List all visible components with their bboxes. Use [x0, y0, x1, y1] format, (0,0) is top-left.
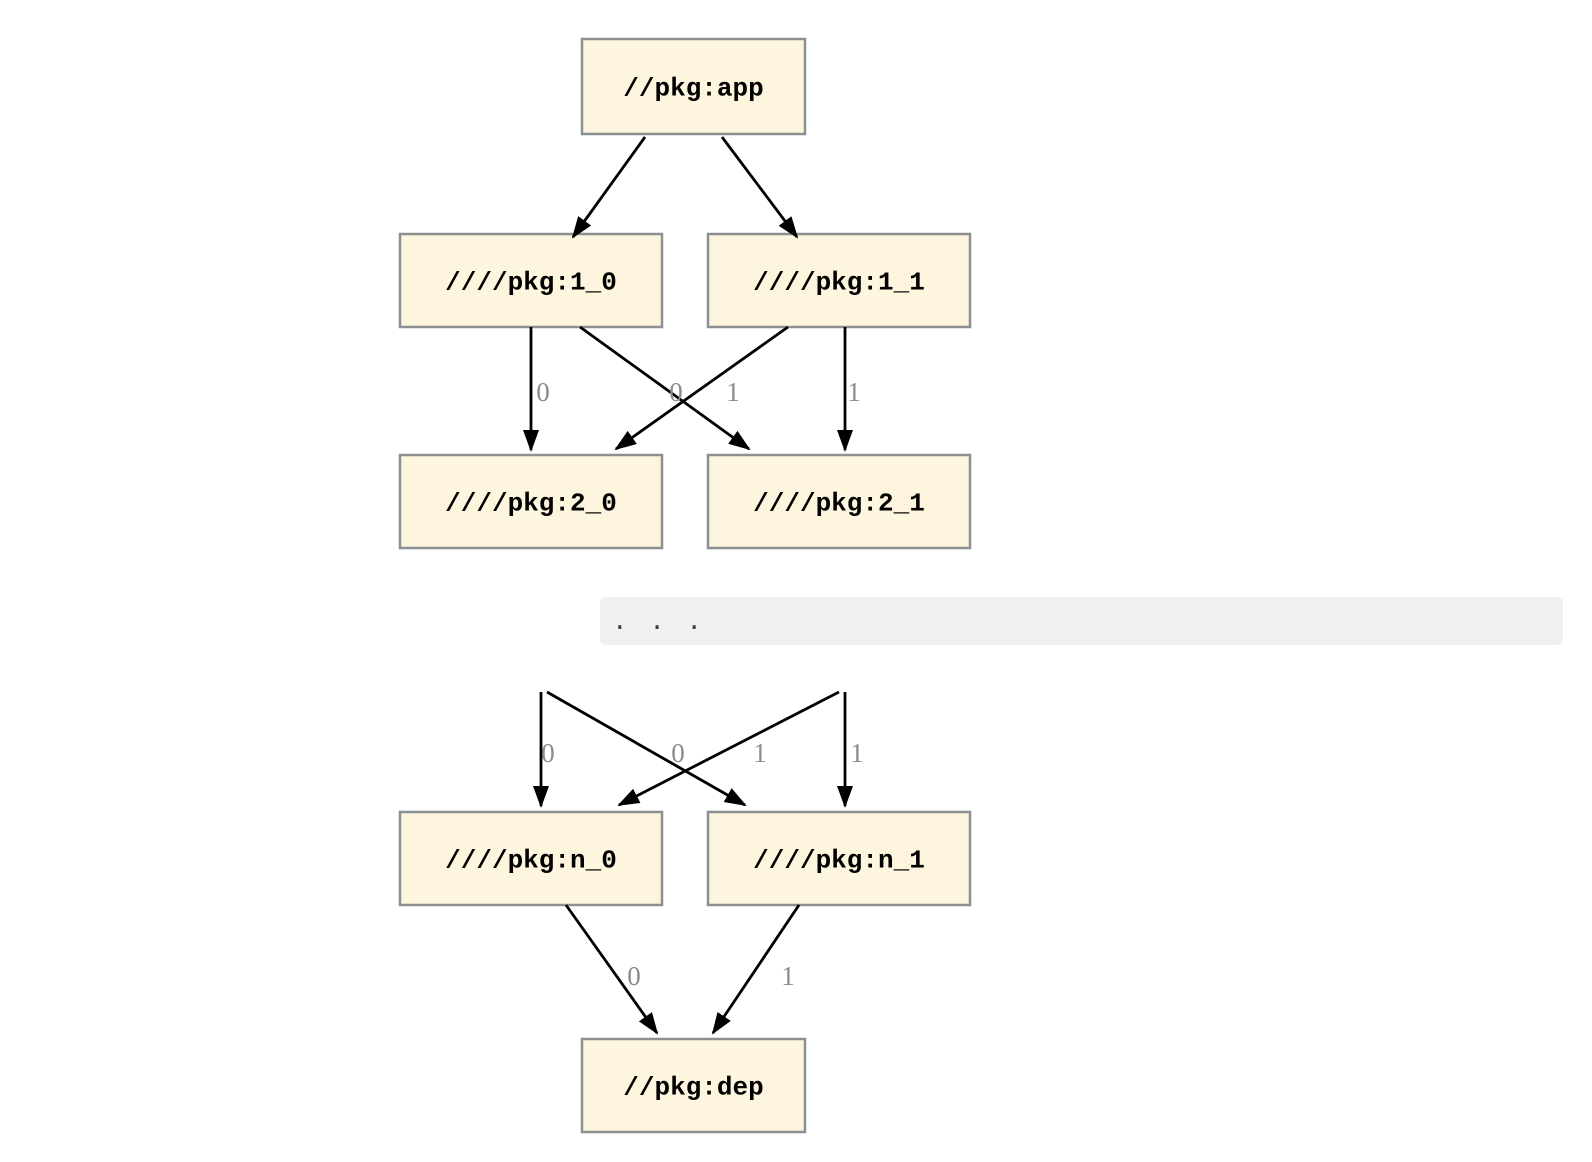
edge-label-ellipsis-to-n_0-6: 0: [541, 738, 555, 768]
node-label-app: //pkg:app: [623, 74, 763, 104]
ellipsis-layer: . . .: [600, 597, 1563, 645]
edge-n_0-to-dep-10: [564, 904, 659, 1035]
edge-label-1_0-to-2_1-3: 1: [726, 377, 740, 407]
node-box-2_0: [398, 453, 664, 550]
node-label-2_1: ////pkg:2_1: [753, 489, 925, 519]
node-box-dep: [580, 1037, 807, 1134]
edges-layer: 0 1 0 1 0 1 0 1 0 1: [523, 136, 864, 1035]
node-box-app: [580, 37, 807, 136]
edge-label-1_0-to-2_0-2: 0: [536, 377, 550, 407]
edge-app-to-1_0-0: [571, 136, 647, 239]
edge-app-to-1_1-1: [720, 136, 799, 239]
edge-label-ellipsis-to-n_0-8: 0: [671, 738, 685, 768]
edge-label-n_1-to-dep-11: 1: [781, 961, 795, 991]
edge-1_1-to-2_0-4: [614, 325, 789, 451]
edge-label-ellipsis-to-n_1-9: 1: [850, 738, 864, 768]
node-box-1_0: [398, 232, 664, 329]
nodes-layer: //pkg:app ////pkg:1_0 ////pkg:1_1 ////pkg:2…: [398, 37, 972, 1134]
edge-label-n_0-to-dep-10: 0: [627, 961, 641, 991]
node-label-1_1: ////pkg:1_1: [753, 268, 925, 298]
edge-ellipsis-to-n_1-7: [546, 690, 747, 807]
node-box-n_1: [706, 810, 972, 907]
edge-ellipsis-to-n_0-8: [617, 690, 840, 807]
edge-label-1_1-to-2_0-4: 0: [669, 377, 683, 407]
ellipsis-bar: [600, 597, 1563, 645]
edge-label-ellipsis-to-n_1-7: 1: [753, 738, 767, 768]
node-label-n_1: ////pkg:n_1: [753, 846, 925, 876]
node-label-2_0: ////pkg:2_0: [445, 489, 617, 519]
ellipsis-text: . . .: [612, 607, 705, 637]
edge-label-1_1-to-2_1-5: 1: [847, 377, 861, 407]
edge-1_0-to-2_1-3: [579, 325, 751, 451]
edge-n_1-to-dep-11: [711, 904, 801, 1035]
node-box-1_1: [706, 232, 972, 329]
node-box-n_0: [398, 810, 664, 907]
node-label-n_0: ////pkg:n_0: [445, 846, 617, 876]
node-label-1_0: ////pkg:1_0: [445, 268, 617, 298]
node-box-2_1: [706, 453, 972, 550]
node-label-dep: //pkg:dep: [623, 1073, 763, 1103]
